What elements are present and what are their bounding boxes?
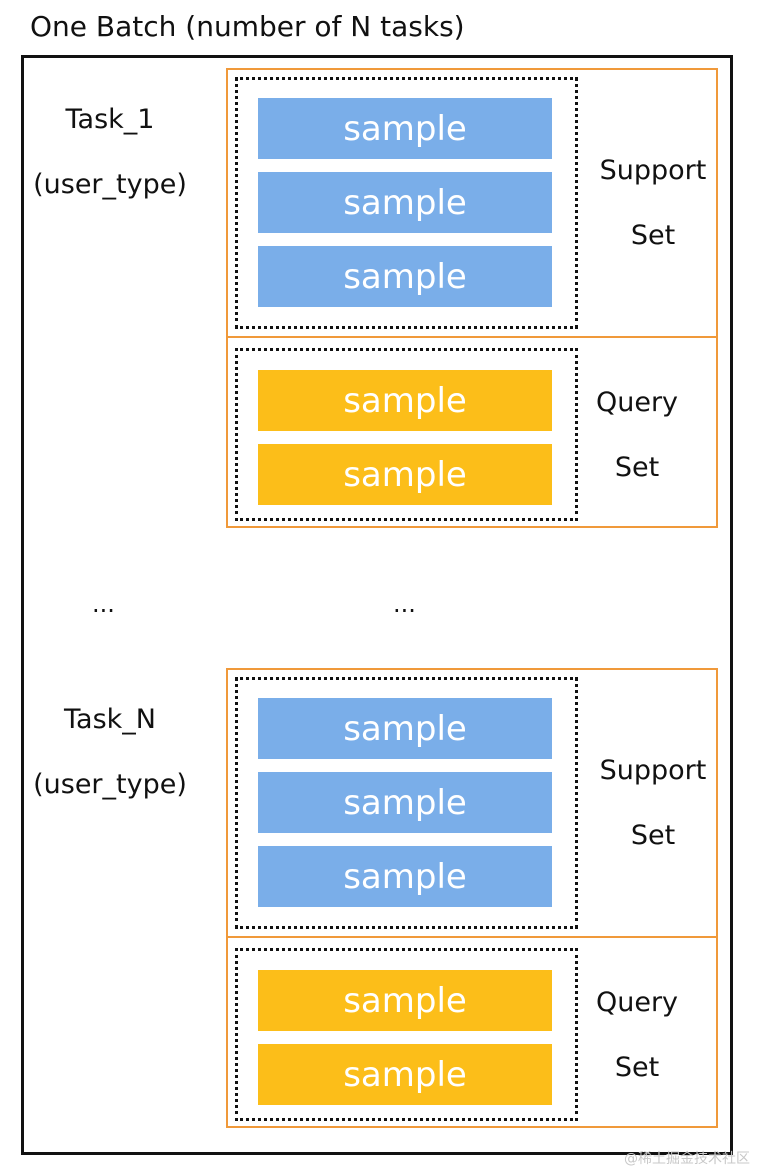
task-n-support-label-line2: Set: [630, 820, 676, 851]
task-1-query-set: [226, 336, 718, 528]
task-1-support-sample: sample: [258, 98, 552, 159]
task-n-query-sample: sample: [258, 1044, 552, 1105]
task-n-support-sample: sample: [258, 846, 552, 907]
task-1-support-sample: sample: [258, 172, 552, 233]
task-n-query-samples-group: [235, 948, 578, 1121]
task-n-support-label-line1: Support: [599, 755, 707, 786]
task-n-support-sample: sample: [258, 772, 552, 833]
task-1-name: Task_1: [65, 104, 155, 135]
diagram-title: One Batch (number of N tasks): [30, 10, 465, 43]
task-1-query-sample: sample: [258, 444, 552, 505]
task-1-query-samples-group: [235, 348, 578, 521]
task-1-support-label-line1: Support: [599, 155, 707, 186]
task-1-support-sample: sample: [258, 246, 552, 307]
task-1-support-label-line2: Set: [630, 220, 676, 251]
task-n-query-label-line1: Query: [595, 987, 679, 1018]
task-n-query-label-line2: Set: [614, 1052, 660, 1083]
task-1-support-samples-group: [235, 77, 578, 329]
task-n-support-samples-group: [235, 677, 578, 929]
ellipsis-left: ...: [92, 590, 115, 618]
task-1-type: (user_type): [33, 169, 187, 200]
batch-container: [21, 55, 733, 1155]
task-1-query-label-line1: Query: [595, 387, 679, 418]
watermark: @稀土掘金技术社区: [624, 1151, 750, 1167]
task-1-query-label-line2: Set: [614, 452, 660, 483]
ellipsis-center: ...: [393, 590, 416, 618]
task-n-query-set: [226, 936, 718, 1128]
task-n-support-sample: sample: [258, 698, 552, 759]
task-1-query-sample: sample: [258, 370, 552, 431]
task-n-name: Task_N: [64, 704, 156, 735]
task-n-type: (user_type): [33, 769, 187, 800]
task-n-query-sample: sample: [258, 970, 552, 1031]
